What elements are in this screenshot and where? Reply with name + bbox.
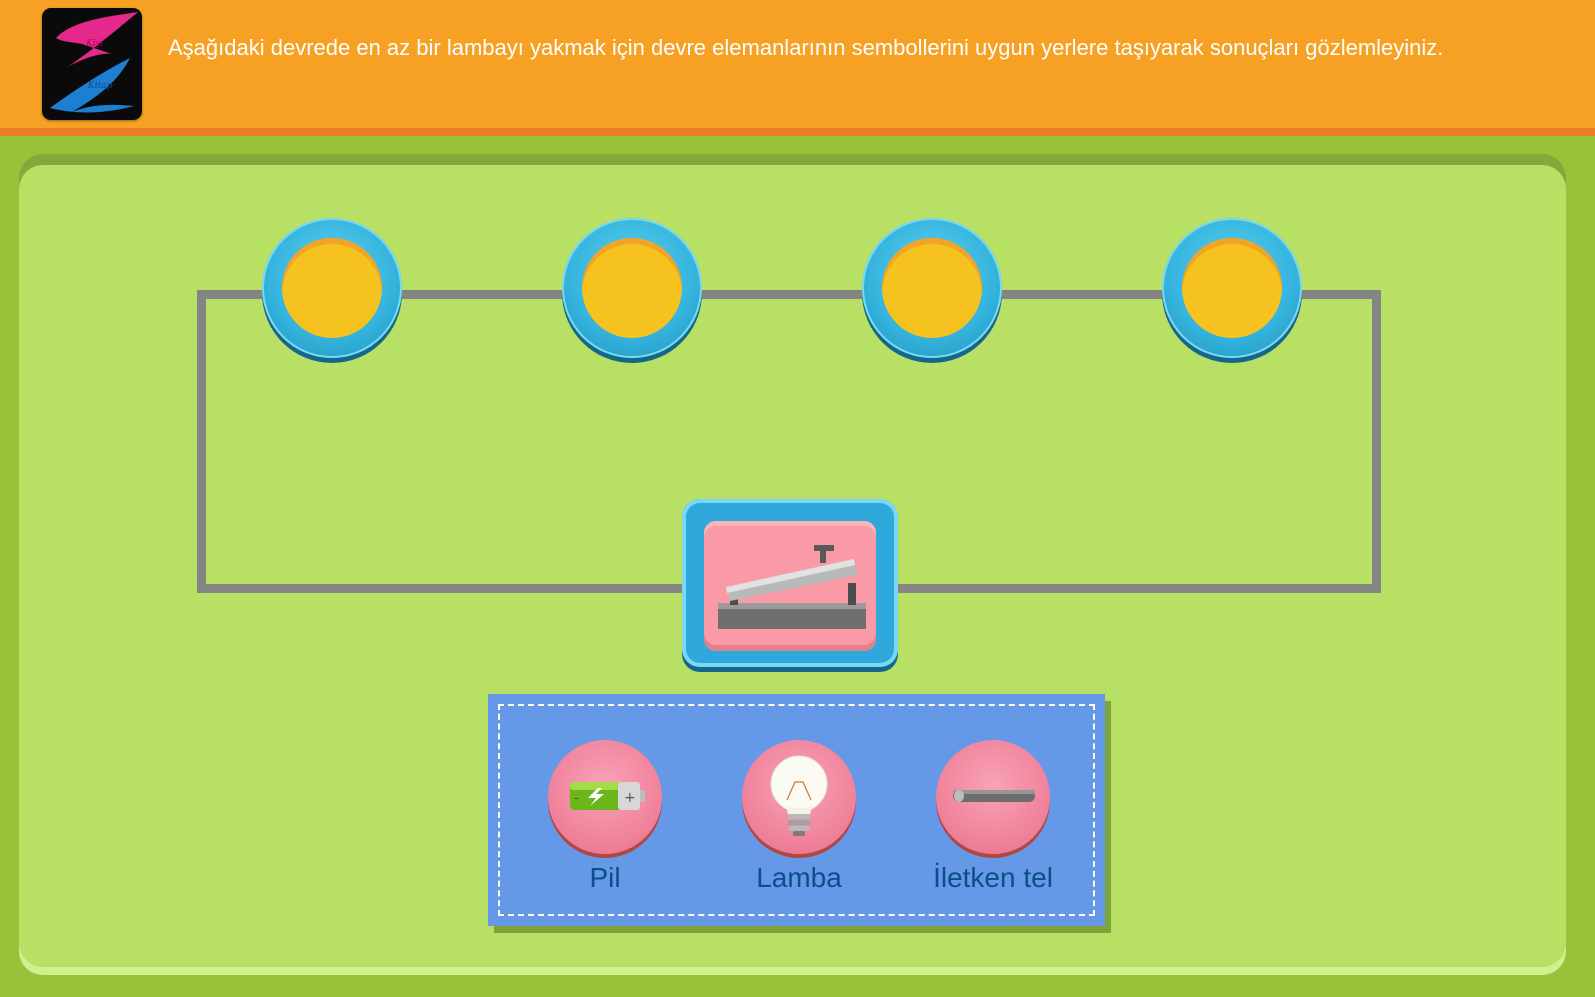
wire-icon (953, 790, 1035, 802)
switch-icon (718, 545, 866, 629)
header-bar: Kişi Kitap Aşağıdaki devrede en az bir l… (0, 0, 1595, 136)
wire-bottom-left (197, 584, 687, 593)
logo-text-top: Kişi (85, 39, 103, 49)
drop-slot-2[interactable] (562, 218, 702, 358)
logo: Kişi Kitap (42, 8, 142, 120)
logo-mark: Kişi Kitap (50, 12, 138, 113)
bulb-tool[interactable] (742, 740, 856, 854)
bulb-label: Lamba (756, 862, 842, 893)
battery-label: Pil (589, 862, 621, 893)
tray-dashed-border (498, 704, 1095, 916)
wire-right (1372, 290, 1381, 593)
drop-slot-2-target (582, 238, 682, 338)
battery-tool[interactable]: + - (548, 740, 662, 854)
wire-left (197, 290, 206, 593)
svg-text:-: - (574, 791, 578, 805)
bulb-icon (770, 755, 828, 836)
wire-top-right (1295, 290, 1381, 299)
wire-tool[interactable] (936, 740, 1050, 854)
instruction-text: Aşağıdaki devrede en az bir lambayı yakm… (168, 35, 1444, 60)
component-tray: + - Pil Lamba İletken tel (488, 694, 1105, 926)
wire-top-left (197, 290, 277, 299)
drop-slot-4[interactable] (1162, 218, 1302, 358)
logo-text-bottom: Kitap (87, 81, 113, 91)
switch-button[interactable] (682, 499, 898, 667)
wire-label: İletken tel (933, 862, 1053, 893)
drop-slot-3[interactable] (862, 218, 1002, 358)
drop-slot-4-target (1182, 238, 1282, 338)
wire-bottom-right (894, 584, 1381, 593)
battery-icon: + - (570, 782, 645, 810)
wire-top-1-2 (395, 290, 575, 299)
drop-slot-1[interactable] (262, 218, 402, 358)
wire-top-2-3 (695, 290, 875, 299)
wire-top-3-4 (995, 290, 1175, 299)
drop-slot-1-target (282, 238, 382, 338)
drop-slot-3-target (882, 238, 982, 338)
switch-face (704, 521, 876, 651)
svg-text:+: + (624, 790, 636, 806)
